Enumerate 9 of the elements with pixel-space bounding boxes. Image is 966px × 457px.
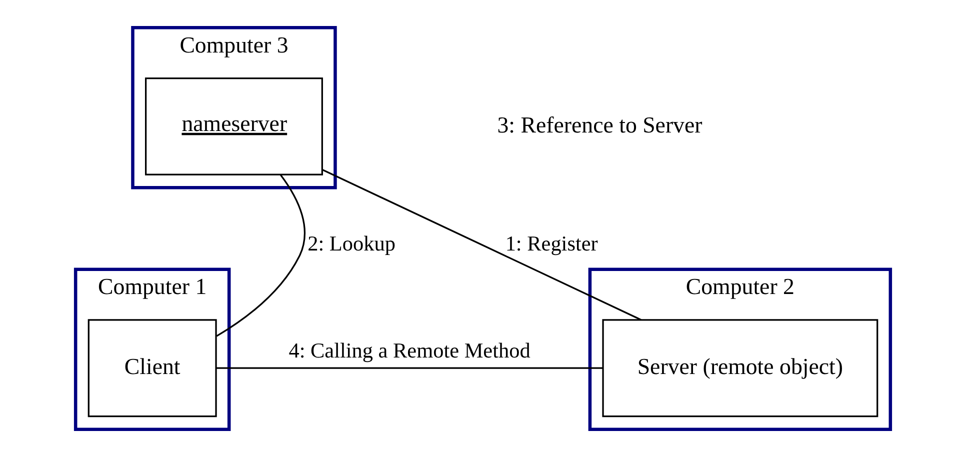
- edge-label: 2: Lookup: [308, 231, 396, 256]
- edge-label: 1: Register: [505, 231, 598, 256]
- label: 3: Reference to Server: [497, 112, 702, 138]
- connector: [216, 367, 603, 369]
- node-box: nameserver: [145, 77, 323, 176]
- connector: [322, 169, 642, 321]
- node-box: Server (remote object): [602, 319, 878, 418]
- edge-label: 4: Calling a Remote Method: [288, 338, 530, 362]
- node-box: Client: [88, 319, 217, 418]
